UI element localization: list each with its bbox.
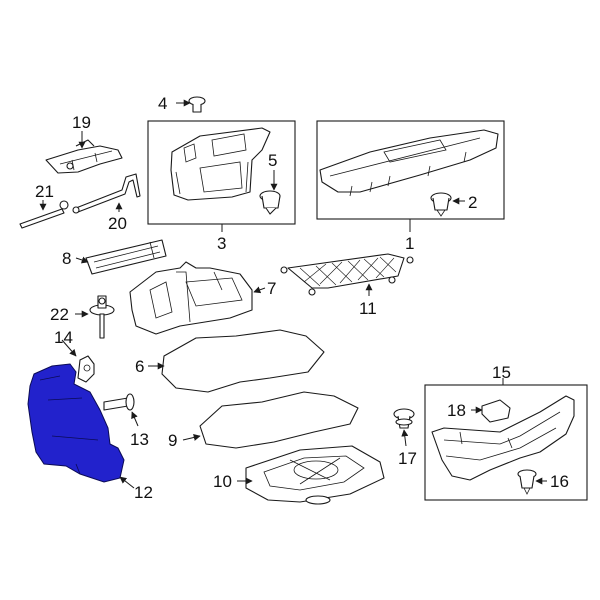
callout-17: 17 [398,449,417,468]
part-14-bracket[interactable] [77,355,95,383]
callout-16: 16 [550,472,569,491]
callout-19: 19 [72,113,91,132]
callout-21: 21 [35,182,54,201]
callout-20: 20 [108,214,127,233]
callout-14: 14 [54,328,73,347]
part-7-side-trim[interactable] [129,261,253,335]
callout-5: 5 [268,151,277,170]
callout-4: 4 [158,94,167,113]
part-9-floor-board[interactable] [199,391,359,449]
group-frame-15 [424,384,588,501]
callout-22: 22 [50,305,69,324]
part-3-trim-panel[interactable] [170,127,271,201]
callout-1: 1 [405,234,414,253]
callout-18: 18 [447,401,466,420]
part-6-floor-mat[interactable] [161,329,325,393]
part-18-cap[interactable] [481,399,511,423]
part-10-tire-tray[interactable] [245,445,385,505]
part-4-clip[interactable] [188,96,206,113]
callout-3: 3 [217,234,226,253]
part-11-cargo-net[interactable] [280,253,414,296]
part-16-clip[interactable] [517,469,537,495]
callout-11: 11 [359,299,377,318]
callout-9: 9 [168,431,177,450]
callout-8: 8 [62,249,71,268]
part-22-jack-bolt[interactable] [89,295,115,339]
part-15-sill-plate[interactable] [431,395,575,481]
part-2-clip[interactable] [430,192,452,217]
part-1-package-tray[interactable] [319,129,499,197]
part-5-push-clip[interactable] [259,190,281,215]
callout-2: 2 [468,193,477,212]
leader-lines [39,99,547,489]
part-17-fastener[interactable] [393,408,415,429]
part-19-jack[interactable] [45,139,123,174]
part-8-garnish-strip[interactable] [85,239,167,275]
callout-numbers: 19 4 5 2 3 1 21 20 8 7 11 22 14 6 13 9 1… [35,94,569,502]
part-13-bolt[interactable] [103,393,135,411]
callout-12: 12 [134,483,153,502]
callout-15: 15 [492,363,511,382]
part-21-jack-handle[interactable] [19,200,69,229]
callout-7: 7 [267,279,276,298]
callout-10: 10 [213,472,232,491]
callout-13: 13 [130,430,149,449]
callout-6: 6 [135,357,144,376]
part-12-side-panel-highlighted[interactable] [27,363,125,483]
part-20-rod[interactable] [72,173,141,214]
